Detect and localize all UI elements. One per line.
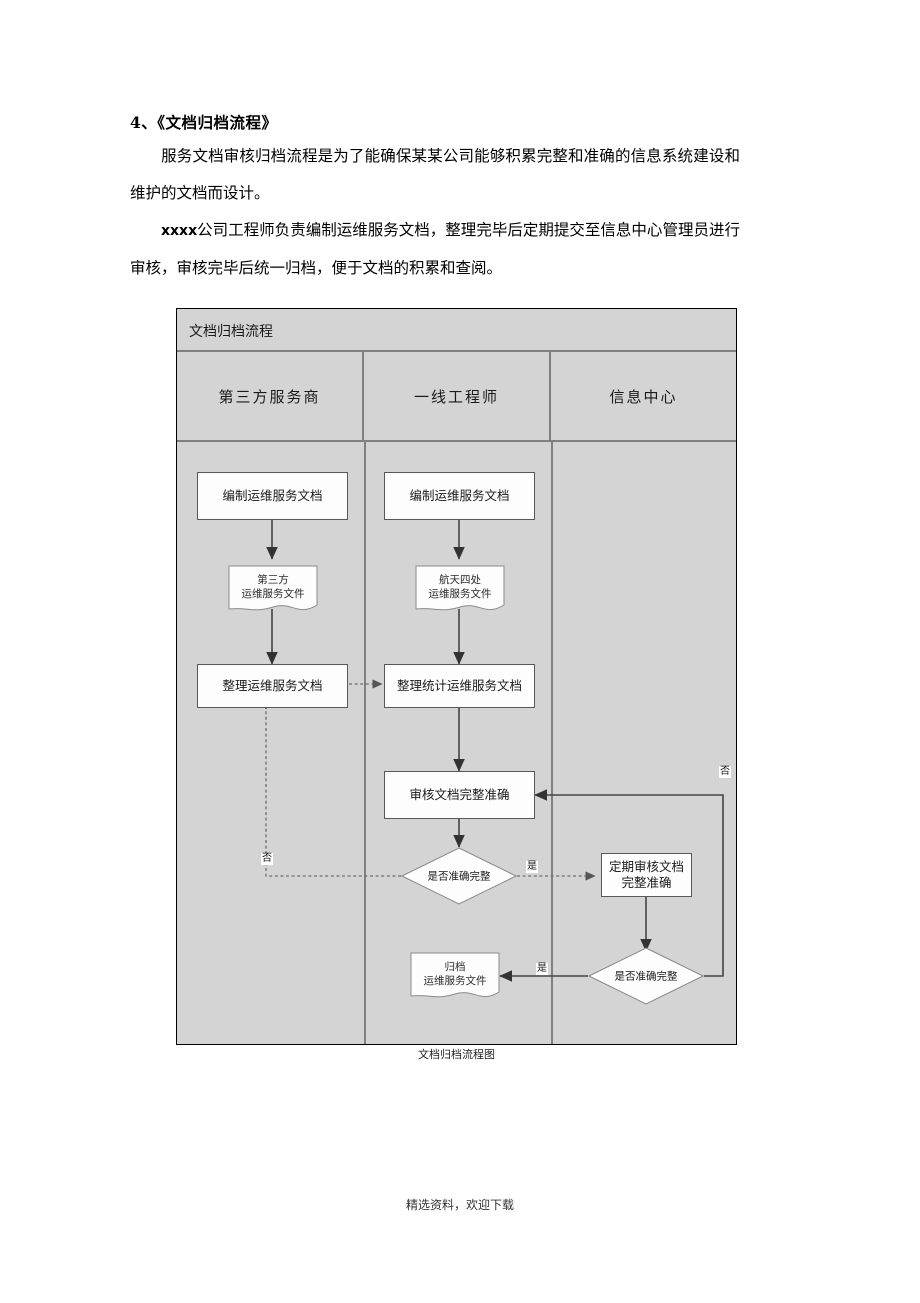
paragraph-2-bold-lead: xxxx (161, 223, 198, 239)
node-periodic-review-doc-label: 定期审核文档 完整准确 (609, 859, 684, 891)
figure-caption: 文档归档流程图 (418, 1048, 495, 1061)
lane-header-information-center: 信息中心 (551, 352, 736, 442)
flowchart-title: 文档归档流程 (177, 309, 736, 352)
node-archive-ops-doc-file-label: 归档 运维服务文件 (410, 960, 500, 988)
paragraph-2-text: 公司工程师负责编制运维服务文档，整理完毕后定期提交至信息中心管理员进行审核，审核… (130, 221, 740, 277)
edge-label-no-right: 否 (719, 766, 731, 778)
node-hangtian-ops-doc-file[interactable]: 航天四处 运维服务文件 (415, 565, 505, 615)
doc-line-2: 运维服务文件 (428, 588, 492, 600)
lane-header-third-party: 第三方服务商 (177, 352, 364, 442)
page-footer: 精选资料，欢迎下载 (405, 1198, 514, 1212)
diamond-shape-icon (588, 947, 704, 1005)
flowchart-container: 文档归档流程 第三方服务商 一线工程师 信息中心 (176, 308, 737, 1045)
proc-line-2: 完整准确 (621, 875, 672, 890)
section-heading: 4、《文档归档流程》 (130, 113, 278, 132)
doc-line-2: 运维服务文件 (423, 975, 487, 987)
node-decision-accurate-complete-2-label: 是否准确完整 (614, 970, 678, 983)
edge-label-yes-to-periodic-review: 是 (526, 861, 538, 873)
proc-line-1: 定期审核文档 (608, 859, 684, 874)
node-organize-statistics-ops-doc[interactable]: 整理统计运维服务文档 (384, 664, 535, 708)
diamond-shape-icon (401, 847, 517, 905)
doc-line-1: 归档 (444, 961, 466, 973)
lane-divider-1 (364, 442, 366, 1044)
node-decision-accurate-complete-1-label: 是否准确完整 (427, 870, 491, 883)
node-review-doc-complete-accurate[interactable]: 审核文档完整准确 (384, 771, 535, 819)
node-decision-accurate-complete-1[interactable]: 是否准确完整 (401, 847, 517, 905)
document-shape-icon (415, 565, 505, 611)
node-archive-ops-doc-file[interactable]: 归档 运维服务文件 (410, 952, 500, 1002)
paragraph-2: xxxx公司工程师负责编制运维服务文档，整理完毕后定期提交至信息中心管理员进行审… (130, 212, 740, 287)
document-shape-icon (228, 565, 318, 611)
doc-line-1: 第三方 (257, 574, 289, 586)
document-shape-icon (410, 952, 500, 998)
edge-label-no-left: 否 (261, 853, 273, 865)
doc-line-2: 运维服务文件 (241, 588, 305, 600)
edge-label-yes-to-archive: 是 (536, 963, 548, 975)
node-compile-ops-doc-engineer[interactable]: 编制运维服务文档 (384, 472, 535, 520)
node-thirdparty-ops-doc-file-label: 第三方 运维服务文件 (228, 573, 318, 601)
paragraph-1: 服务文档审核归档流程是为了能确保某某公司能够积累完整和准确的信息系统建设和维护的… (130, 138, 740, 212)
node-periodic-review-doc[interactable]: 定期审核文档 完整准确 (601, 853, 692, 897)
node-hangtian-ops-doc-file-label: 航天四处 运维服务文件 (415, 573, 505, 601)
node-decision-accurate-complete-2[interactable]: 是否准确完整 (588, 947, 704, 1005)
doc-line-1: 航天四处 (439, 574, 481, 586)
node-organize-ops-doc[interactable]: 整理运维服务文档 (197, 664, 348, 708)
document-text-block: 4、《文档归档流程》 服务文档审核归档流程是为了能确保某某公司能够积累完整和准确… (130, 108, 740, 287)
connector-layer (260, 520, 724, 982)
lane-divider-2 (551, 442, 553, 1044)
node-thirdparty-ops-doc-file[interactable]: 第三方 运维服务文件 (228, 565, 318, 615)
lane-header-frontline-engineer: 一线工程师 (364, 352, 551, 442)
paragraph-1-text: 服务文档审核归档流程是为了能确保某某公司能够积累完整和准确的信息系统建设和维护的… (130, 147, 740, 202)
node-compile-ops-doc-thirdparty[interactable]: 编制运维服务文档 (197, 472, 348, 520)
